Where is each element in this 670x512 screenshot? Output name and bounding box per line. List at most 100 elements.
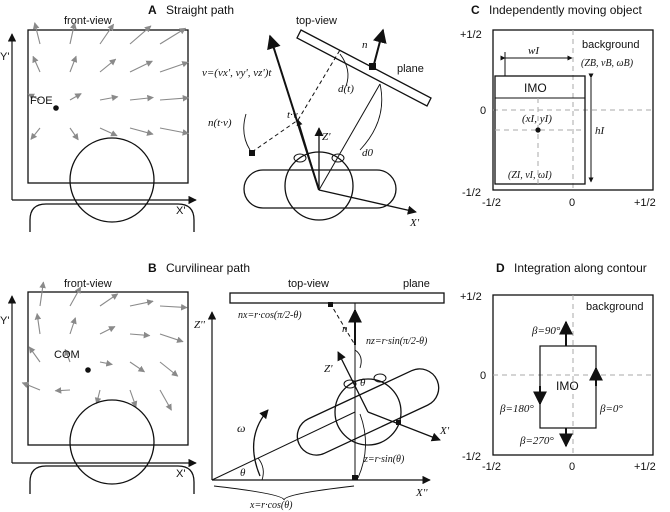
panel-b: B Curvilinear path front-view Y' X' COM … [0,261,450,511]
z-prime-label: Z' [324,363,333,375]
ear-right [331,153,345,163]
panel-c-title: Independently moving object [489,3,642,17]
theta-arc-bottom [257,457,264,481]
flow-vector [129,331,151,339]
width-label: wI [528,45,540,57]
head-circle [69,137,155,223]
b-y-axis-label: Y' [0,315,9,327]
foe-flow-vectors [27,22,190,141]
panel-a-top-view: top-view plane n Z' X' v=(vx', vy', vz')… [202,15,432,229]
panel-c-background-params: (ZB, vB, ωB) [581,58,634,69]
panel-c-background-label: background [582,39,640,51]
flow-vector [129,25,152,45]
flow-vector [129,60,153,73]
panel-c-tick-mid: 0 [480,105,486,117]
flow-vector [69,286,82,307]
panel-c-tick-x0: 0 [569,197,575,209]
panel-b-letter: B [148,261,157,275]
height-label: hI [595,125,606,137]
omega-label: ω [237,421,245,435]
front-view-label: front-view [64,15,112,27]
flow-vector [129,299,154,307]
b-front-view-frame [27,291,189,446]
com-point [85,367,91,373]
flow-vector [69,55,78,73]
flow-vector [99,360,113,367]
b-head-top-circle [334,378,402,446]
dt-brace [339,53,349,87]
panel-a-title: Straight path [166,3,234,17]
panel-b-front-view: front-view Y' X' COM [0,278,197,494]
d0-line [318,83,381,191]
b-head-circle [69,399,155,485]
panel-a-letter: A [148,3,157,17]
imo-params-label: (ZI, vI, ωI) [508,170,552,181]
flow-vector [159,389,172,411]
panel-c-tick-top: +1/2 [460,29,482,41]
flow-vector [69,22,77,45]
d0-label: d0 [362,147,374,159]
panel-a-front-view: front-view Y' X' FOE [0,15,197,232]
foe-point [53,105,59,111]
flow-vector [159,94,190,102]
x-axis-top-arrow [318,189,417,215]
theta-label-top: θ [360,377,366,389]
z2-axis-label: Z'' [194,319,205,331]
com-flow-vectors [21,281,188,411]
normal-vector-arrow [372,28,387,69]
flow-vector [99,58,117,73]
panel-d-tick-mid: 0 [480,370,486,382]
d0-brace [359,83,383,151]
flow-vector [99,127,118,137]
flow-vector [32,22,41,45]
flow-vector [159,61,189,73]
omega-arrow [253,409,269,477]
b-plane-bar [229,292,445,304]
panel-d-imo-label: IMO [556,379,579,393]
panel-d-letter: D [496,261,505,275]
flow-vector [159,361,179,377]
projection-line [251,119,299,153]
b-top-view-label: top-view [288,278,329,290]
flow-vector [129,94,154,102]
flow-vector [99,94,119,102]
beta-270-label: β=270° [519,435,554,447]
x2-axis-label: X'' [415,487,428,499]
x-axis-top-label: X' [409,217,420,229]
flow-vector [159,333,184,343]
imo-label: IMO [524,81,547,95]
nx-label: nx=r·cos(π/2-θ) [238,310,302,321]
b-ear-right [373,373,387,383]
x-brace [213,485,355,501]
z-brace [357,413,366,479]
flow-vector [21,381,41,391]
b-shoulders [29,465,195,494]
tv-label: t·v [287,109,298,121]
panel-b-top-view: top-view plane Z'' X'' Z' X' [194,278,450,511]
com-label: COM [54,349,80,361]
panel-c-tick-left: -1/2 [482,197,501,209]
panel-b-title: Curvilinear path [166,261,250,275]
panel-c-tick-bottom: -1/2 [462,187,481,199]
nz-label: nz=r·sin(π/2-θ) [366,336,428,347]
flow-vector [159,303,188,311]
panel-d-tick-x0: 0 [569,461,575,473]
x-prime-label: X' [439,425,450,437]
panel-d-tick-left: -1/2 [482,461,501,473]
y-axis-label: Y' [0,51,9,63]
plane-bar [296,29,432,107]
flow-vector [30,127,41,140]
flow-vector [99,23,115,45]
flow-vector [54,387,71,394]
radius-line [211,411,356,481]
b-ear-left [343,379,357,389]
panel-d-tick-right: +1/2 [634,461,656,473]
plane-label: plane [397,63,424,75]
b-right-angle-mark [352,475,358,480]
z-axis-label: Z' [322,131,331,143]
dt-label: d(t) [338,83,354,95]
theta-label-bottom: θ [240,467,246,479]
flow-vector [99,293,119,307]
x-axis-label: X' [176,205,185,217]
flow-vector [129,389,138,408]
